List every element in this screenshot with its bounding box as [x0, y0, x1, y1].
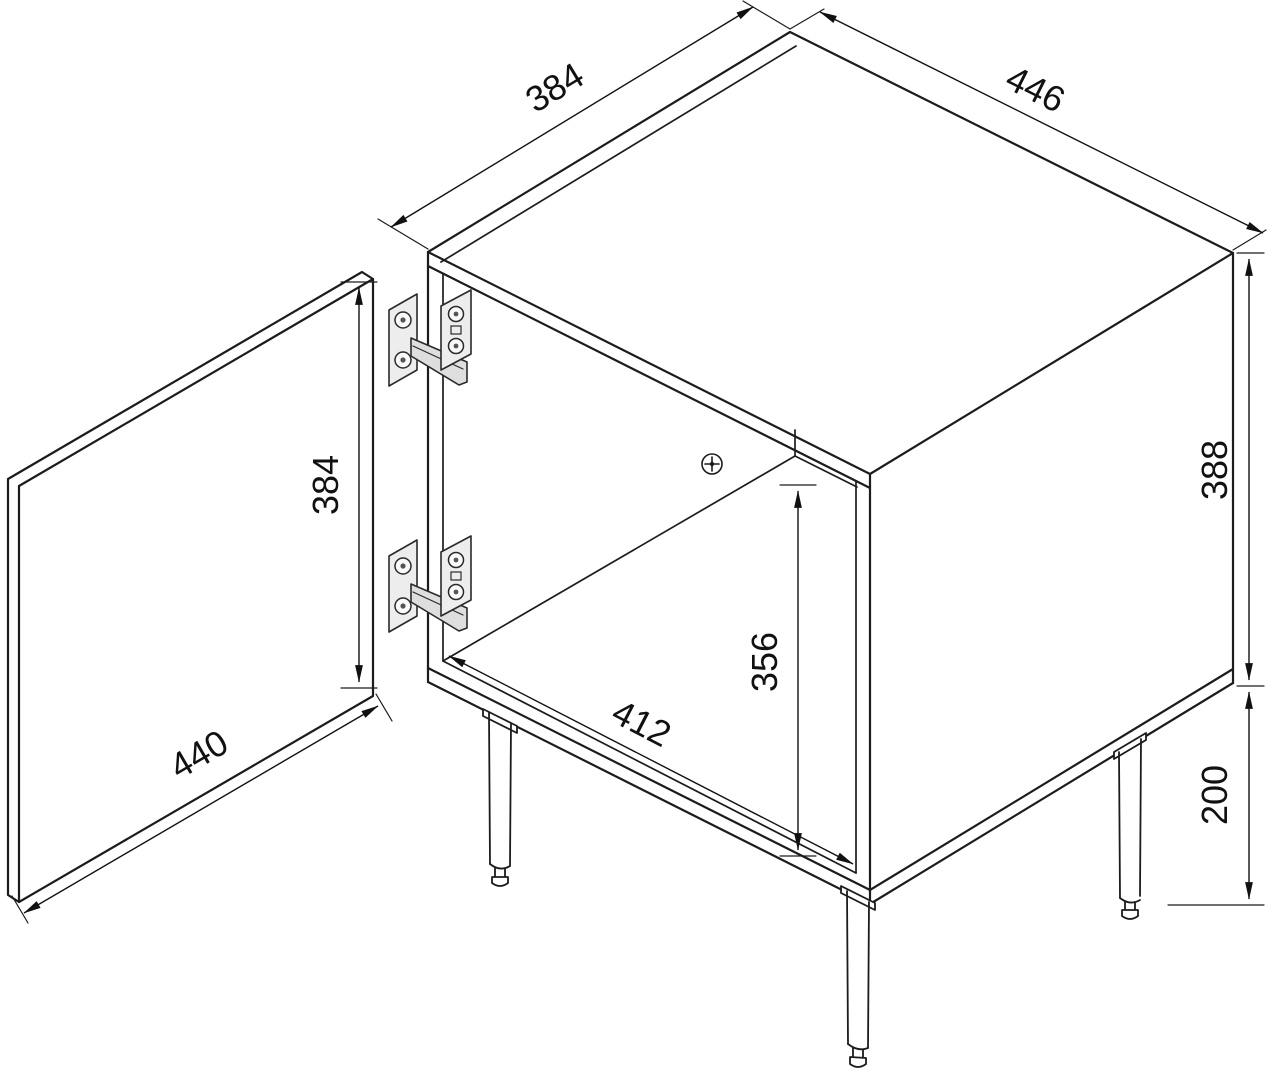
leg-mount-plate: [1113, 732, 1147, 760]
inner-bottom-back-edge: [794, 455, 858, 488]
dimension-line: [390, 6, 754, 228]
leg-mount-plate: [482, 708, 518, 734]
dimension-label-door-width: 440: [162, 721, 235, 787]
top-board-front-strip: [426, 264, 872, 490]
leg-back-right: [1113, 732, 1147, 920]
dimension-door-height: 384: [305, 281, 378, 689]
dimension-line: [448, 655, 854, 865]
leg-mount-plate: [840, 885, 876, 911]
dimension-top-depth: 384: [377, 0, 791, 250]
hinge-top: [388, 289, 472, 387]
cam-lock-icon: [701, 453, 723, 475]
dimension-label-cabinet-height: 388: [1194, 440, 1235, 500]
legs: [482, 708, 1147, 1068]
leg-foot: [1121, 909, 1139, 920]
leg-foot: [849, 1056, 867, 1068]
door-hinges: [388, 289, 472, 633]
hinge-bottom: [388, 535, 472, 633]
dimension-label-interior-height: 356: [744, 632, 785, 692]
bottom-right-edge: [868, 667, 1235, 892]
top-left-inner-edge: [440, 45, 797, 263]
dimension-cabinet-height: 388: [1194, 252, 1265, 687]
dimension-door-width: 440: [11, 693, 393, 924]
inner-bottom-left-edge: [442, 455, 796, 662]
dimensions: 384 446 388 200 384: [11, 0, 1267, 924]
door-outline: [6, 270, 375, 904]
door-top-inner-edge: [17, 277, 375, 488]
dimension-line: [819, 11, 1264, 234]
dimension-line: [23, 705, 379, 914]
leg-foot: [491, 876, 509, 887]
dimension-label-door-height: 384: [305, 455, 346, 515]
dimension-label-leg-height: 200: [1194, 765, 1235, 825]
cabinet-carcass: [426, 30, 1235, 906]
leg-front-right: [840, 885, 876, 1068]
bottom-right-lower-edge: [868, 681, 1235, 906]
inner-bottom-front-edge: [442, 660, 857, 874]
leg-front-left: [482, 708, 518, 887]
door-panel: [6, 270, 375, 904]
dimension-leg-height: 200: [1167, 691, 1265, 906]
dimension-interior-height: 356: [744, 484, 817, 857]
dimension-label-top-depth: 384: [518, 54, 591, 120]
dimension-top-width: 446: [789, 8, 1267, 251]
bottom-front-edge: [426, 666, 872, 892]
dimension-label-top-width: 446: [1000, 57, 1072, 120]
leg-adjuster-stem: [852, 1047, 864, 1059]
dimension-label-interior-width: 412: [606, 691, 678, 755]
